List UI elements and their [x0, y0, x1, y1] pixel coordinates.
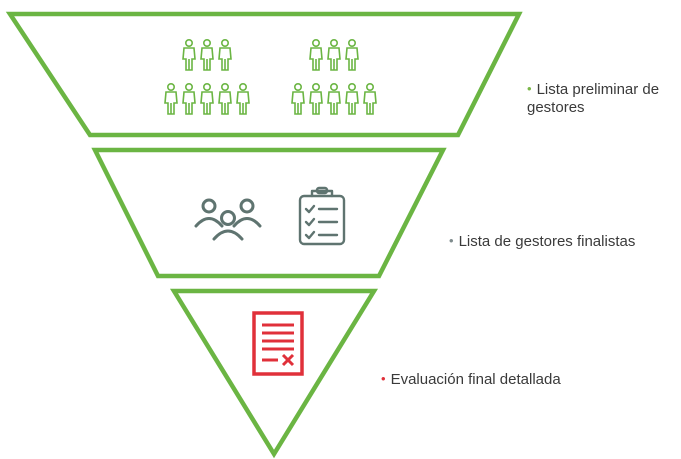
stage-3-label: • Evaluación final detallada [381, 371, 641, 389]
stage-3-bullet: • [381, 371, 386, 386]
stage-3-label-text: Evaluación final detallada [390, 371, 561, 388]
rejected-document-icon [252, 311, 304, 376]
stage-1-bullet: • [527, 81, 532, 96]
funnel-stage-3 [169, 288, 379, 459]
funnel-stage-1 [5, 11, 523, 138]
stage-1-label-text: Lista preliminar de gestores [527, 81, 660, 116]
stage-2-label-text: Lista de gestores finalistas [458, 233, 636, 250]
clipboard-checklist-icon [298, 186, 346, 246]
stage-1-label: •Lista preliminar de gestores [527, 81, 677, 117]
people-group-icon [164, 38, 377, 115]
funnel-stage-2 [91, 147, 447, 279]
team-icon [194, 198, 262, 241]
stage-2-label: • Lista de gestores finalistas [449, 233, 679, 251]
stage-2-bullet: • [449, 233, 454, 248]
